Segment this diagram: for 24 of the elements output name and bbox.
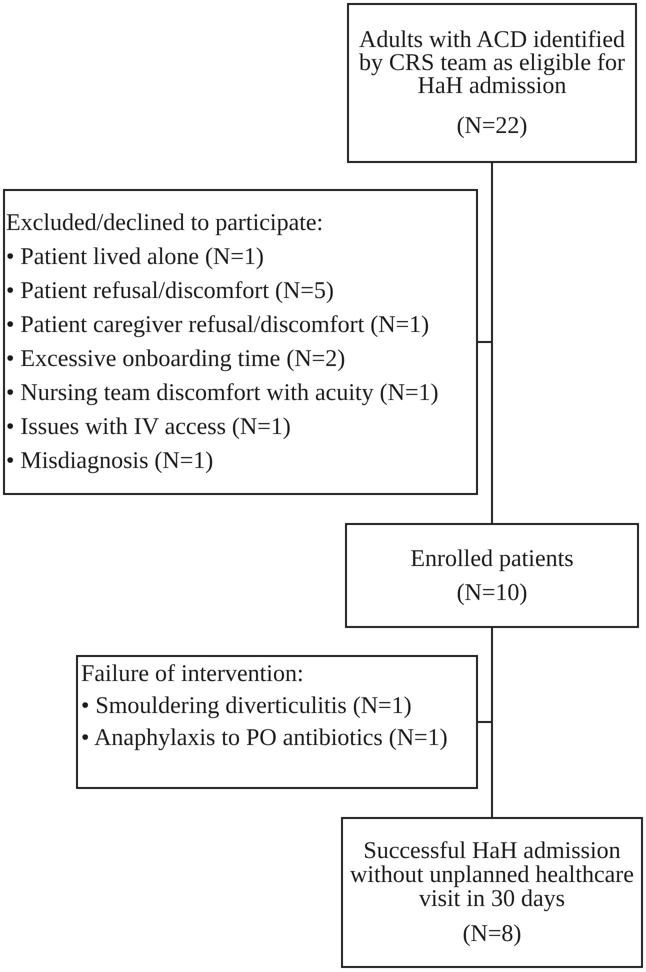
list-item: • Issues with IV access (N=1): [6, 413, 291, 442]
list-item: • Anaphylaxis to PO antibiotics (N=1): [81, 724, 448, 753]
list-item: • Nursing team discomfort with acuity (N=1): [6, 379, 439, 408]
count-label: (N=10): [456, 578, 528, 608]
list-item: • Patient refusal/discomfort (N=5): [6, 277, 334, 306]
exclusion-box: [3, 189, 478, 495]
list-item: • Patient caregiver refusal/discomfort (N=1): [6, 311, 430, 340]
process-box: [345, 523, 639, 628]
list-heading: Excluded/declined to participate:: [6, 209, 324, 238]
count-label: (N=8): [462, 922, 522, 946]
connector-line: [478, 163, 493, 343]
process-box: [347, 3, 637, 163]
list-item: • Smouldering diverticulitis (N=1): [81, 692, 412, 721]
list-item: • Patient lived alone (N=1): [6, 243, 264, 272]
exclusion-box: [76, 655, 478, 789]
step-label: Successful HaH admission without unplanned healthcare visit in 30 days: [349, 839, 635, 911]
step-label: Adults with ACD identified by CRS team as eligible for HaH admission: [358, 28, 626, 98]
list-item: • Excessive onboarding time (N=2): [6, 345, 346, 374]
list-item: • Misdiagnosis (N=1): [6, 447, 214, 476]
count-label: (N=22): [456, 114, 528, 138]
connector-line: [478, 628, 493, 723]
step-label: Enrolled patients: [410, 544, 574, 574]
list-heading: Failure of intervention:: [81, 660, 304, 689]
process-box: [341, 817, 643, 968]
